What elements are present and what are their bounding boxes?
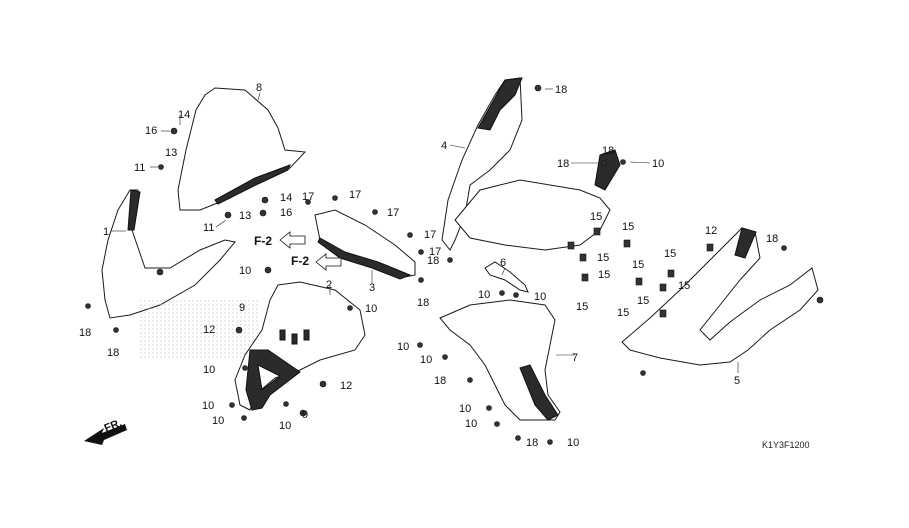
leader-lines — [111, 88, 739, 373]
front-cowl-bolt — [156, 268, 164, 276]
side-cover-edge — [734, 227, 757, 259]
callout-14b: 14 — [280, 192, 292, 204]
f2-ref-arrow: F-2 — [254, 231, 306, 249]
fasteners — [85, 84, 824, 445]
callout-15j: 15 — [617, 307, 629, 319]
callout-15g: 15 — [632, 259, 644, 271]
callout-15e: 15 — [576, 301, 588, 313]
callout-9: 9 — [239, 302, 245, 314]
callout-18b: 18 — [107, 347, 119, 359]
callout-12b: 12 — [340, 380, 352, 392]
callout-11a: 11 — [134, 162, 145, 174]
callout-10m: 10 — [465, 418, 477, 430]
callout-9b: 9 — [302, 409, 308, 421]
callout-10i: 10 — [534, 291, 546, 303]
front-cowl-edge — [127, 189, 141, 231]
stay-part — [484, 261, 529, 293]
side-cover-part — [621, 227, 819, 366]
callout-15d: 15 — [598, 269, 610, 281]
callout-10c: 10 — [203, 364, 215, 376]
meter-panel-edge — [317, 237, 412, 280]
upper-cover-lower — [454, 179, 611, 251]
windscreen-edge — [214, 164, 291, 205]
callout-17f: 18 — [417, 297, 429, 309]
inner-upper-cover-part — [234, 281, 366, 411]
callout-17b: 17 — [349, 189, 361, 201]
callout-2: 2 — [326, 279, 332, 291]
callout-3: 3 — [369, 282, 375, 294]
callout-15f: 15 — [664, 248, 676, 260]
callout-18d: 18 — [602, 145, 614, 157]
callout-17a: 17 — [302, 191, 314, 203]
callout-6: 6 — [500, 257, 506, 269]
callout-10k: 10 — [420, 354, 432, 366]
callout-18a: 18 — [79, 327, 91, 339]
diagram-code: K1Y3F1200 — [762, 440, 810, 450]
callout-17c: 17 — [387, 207, 399, 219]
callouts: 1 2 3 4 5 6 7 8 9 9 10 10 10 10 10 10 10… — [79, 82, 778, 449]
callout-10n: 10 — [567, 437, 579, 449]
callout-18g: 18 — [434, 375, 446, 387]
callout-15b: 15 — [622, 221, 634, 233]
callout-13b: 13 — [239, 210, 251, 222]
callout-5: 5 — [734, 375, 740, 387]
callout-10d: 10 — [202, 400, 214, 412]
callout-15c: 15 — [597, 252, 609, 264]
front-cowl-part — [101, 189, 236, 319]
callout-11b: 11 — [203, 222, 214, 234]
callout-10b: 10 — [365, 303, 377, 315]
f2-ref-label-2: F-2 — [291, 254, 309, 268]
upper-cover-part — [441, 77, 523, 251]
callout-8: 8 — [256, 82, 262, 94]
lower-inner-cover-edge — [519, 364, 559, 421]
callout-14a: 14 — [178, 109, 190, 121]
callout-10e: 10 — [212, 415, 224, 427]
inner-cover-frame — [245, 349, 301, 411]
callout-10a: 10 — [239, 265, 251, 277]
f2-ref-arrow-2: F-2 — [291, 253, 342, 271]
callout-18f: 18 — [427, 255, 439, 267]
callout-18i: 18 — [766, 233, 778, 245]
inner-cover-tabs — [279, 329, 310, 345]
callout-4: 4 — [441, 140, 447, 152]
callout-18c: 18 — [555, 84, 567, 96]
callout-16b: 16 — [280, 207, 292, 219]
callout-12a: 12 — [203, 324, 215, 336]
callout-10h: 10 — [478, 289, 490, 301]
callout-17d: 17 — [424, 229, 436, 241]
callout-13a: 13 — [165, 147, 177, 159]
callout-15h: 15 — [678, 280, 690, 292]
callout-15a: 15 — [590, 211, 602, 223]
callout-15i: 15 — [637, 295, 649, 307]
callout-10g: 10 — [652, 158, 664, 170]
callout-18e: 18 — [557, 158, 569, 170]
callout-10j: 10 — [397, 341, 409, 353]
callout-1: 1 — [103, 226, 109, 238]
callout-12c: 12 — [705, 225, 717, 237]
callout-18h: 18 — [526, 437, 538, 449]
callout-7: 7 — [572, 352, 578, 364]
f2-ref-label: F-2 — [254, 234, 272, 248]
callout-17e: 17 — [429, 246, 441, 258]
callout-10f: 10 — [279, 420, 291, 432]
front-arrow: FR. — [84, 417, 127, 445]
callout-16a: 16 — [145, 125, 157, 137]
callout-10l: 10 — [459, 403, 471, 415]
